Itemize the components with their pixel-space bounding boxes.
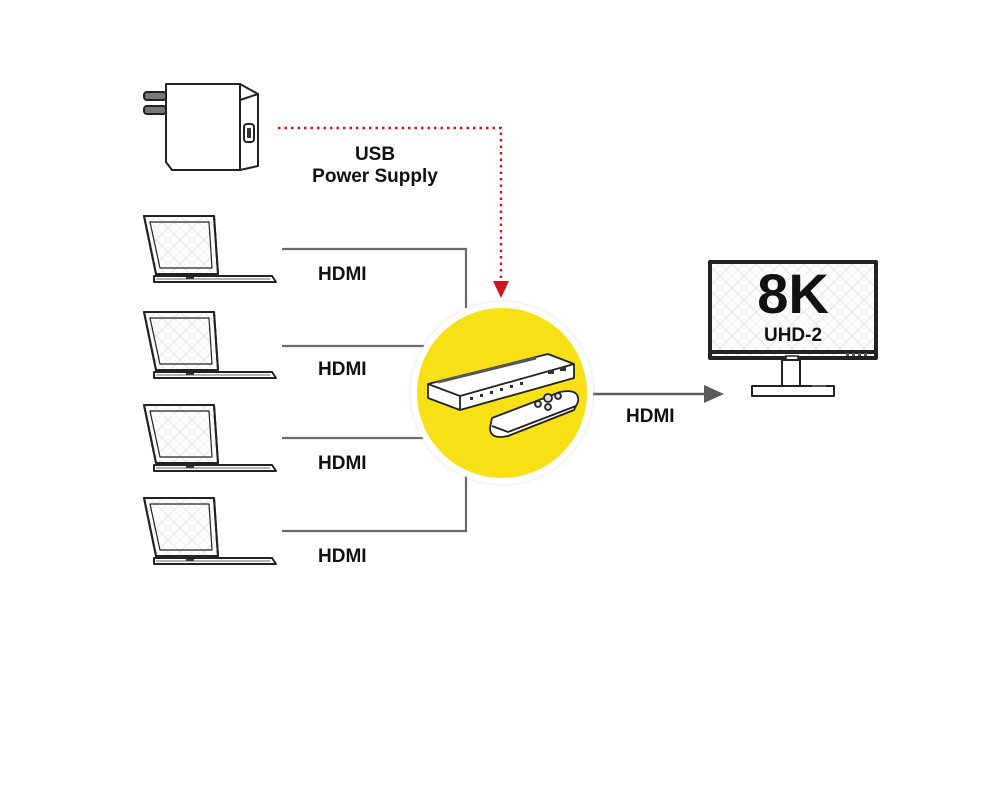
hdmi-output-cable (588, 385, 724, 403)
power-supply-label-line2: Power Supply (312, 166, 438, 187)
power-supply-label: USB Power Supply (300, 144, 450, 188)
hdmi-input-4-label: HDMI (318, 546, 367, 567)
power-supply-label-line1: USB (354, 144, 396, 165)
laptop-icon (143, 404, 277, 472)
hdmi-input-2-label: HDMI (318, 359, 367, 380)
laptop-icon (143, 215, 277, 283)
cable-input-1 (282, 247, 468, 308)
monitor-icon (708, 260, 878, 397)
laptop-icon (143, 497, 277, 565)
cable-input-4 (282, 472, 468, 533)
output-arrow-head (704, 385, 724, 403)
usb-power-cable (278, 126, 509, 298)
hdmi-output-label: HDMI (626, 406, 675, 427)
hdmi-input-1-label: HDMI (318, 264, 367, 285)
monitor-resolution-small: UHD-2 (763, 325, 823, 346)
hdmi-input-3-label: HDMI (318, 453, 367, 474)
power-arrow-head (493, 281, 509, 298)
laptops-group (143, 215, 277, 565)
laptop-icon (143, 311, 277, 379)
remote-control-icon (489, 390, 580, 438)
hdmi-switch-icon (427, 353, 575, 411)
hdmi-input-cables (282, 247, 468, 533)
usb-power-adapter-icon (143, 83, 259, 171)
monitor-resolution-big: 8K (757, 262, 829, 325)
